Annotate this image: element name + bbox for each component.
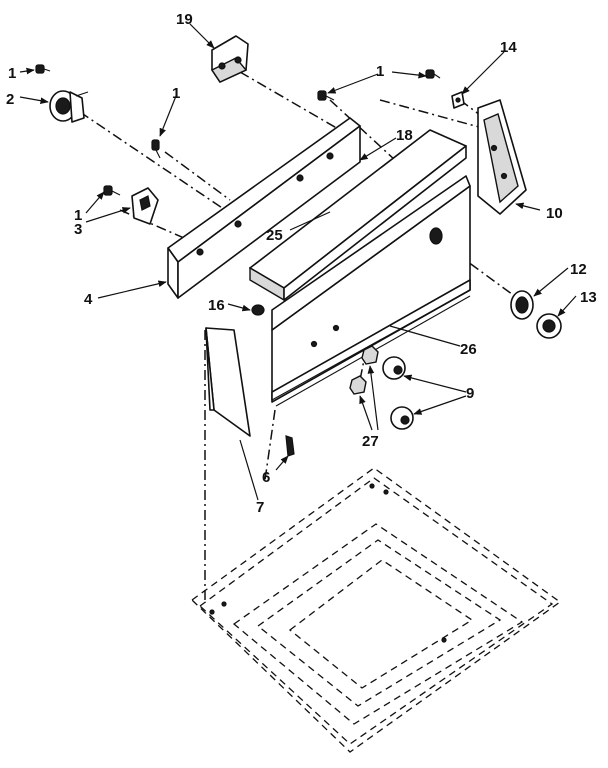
clip-part-14	[451, 91, 465, 109]
callout-3: 3	[74, 221, 82, 238]
leader-lines	[19, 23, 577, 501]
end-cap-part-10	[477, 99, 527, 215]
callout-9: 9	[466, 385, 474, 402]
rail-part-4	[167, 117, 361, 299]
nut-part-27	[349, 345, 379, 395]
callout-1d: 1	[376, 63, 384, 80]
callout-26: 26	[460, 341, 477, 358]
knob-part-9-lower	[390, 406, 414, 430]
cabinet-top-phantom	[190, 467, 562, 753]
screw-top-left	[35, 64, 51, 74]
callout-19: 19	[176, 11, 193, 28]
screw-top-right	[425, 69, 441, 79]
callout-13: 13	[580, 289, 597, 306]
screw-mid-left	[151, 139, 161, 159]
callout-6: 6	[262, 469, 270, 486]
bracket-part-3	[131, 187, 159, 225]
screw-top-center	[317, 90, 335, 101]
callout-7: 7	[256, 499, 264, 516]
knob-part-9-upper	[382, 356, 406, 380]
side-panel-part-7	[205, 327, 251, 437]
timer-knob-part	[49, 90, 89, 123]
callout-labels: 1 2 1 1 3 4 19 1 14 18 10 25 12 13 16 26…	[6, 11, 597, 516]
callout-2: 2	[6, 91, 14, 108]
screw-part-16	[251, 304, 265, 316]
callout-12: 12	[570, 261, 587, 278]
bracket-part-19	[210, 35, 249, 83]
callout-1b: 1	[172, 85, 180, 102]
callout-25: 25	[266, 227, 283, 244]
callout-1a: 1	[8, 65, 16, 82]
screw-part-6	[285, 435, 295, 457]
callout-1c: 1	[74, 207, 82, 224]
callout-4: 4	[84, 291, 93, 308]
knob-part-13	[536, 313, 562, 339]
callout-18: 18	[396, 127, 413, 144]
callout-10: 10	[546, 205, 563, 222]
screw-left	[103, 185, 121, 196]
callout-16: 16	[208, 297, 225, 314]
callout-27: 27	[362, 433, 379, 450]
plate-part-25	[249, 129, 467, 302]
callout-14: 14	[500, 39, 517, 56]
bezel-part-12	[510, 290, 534, 320]
console-panel	[271, 175, 471, 403]
